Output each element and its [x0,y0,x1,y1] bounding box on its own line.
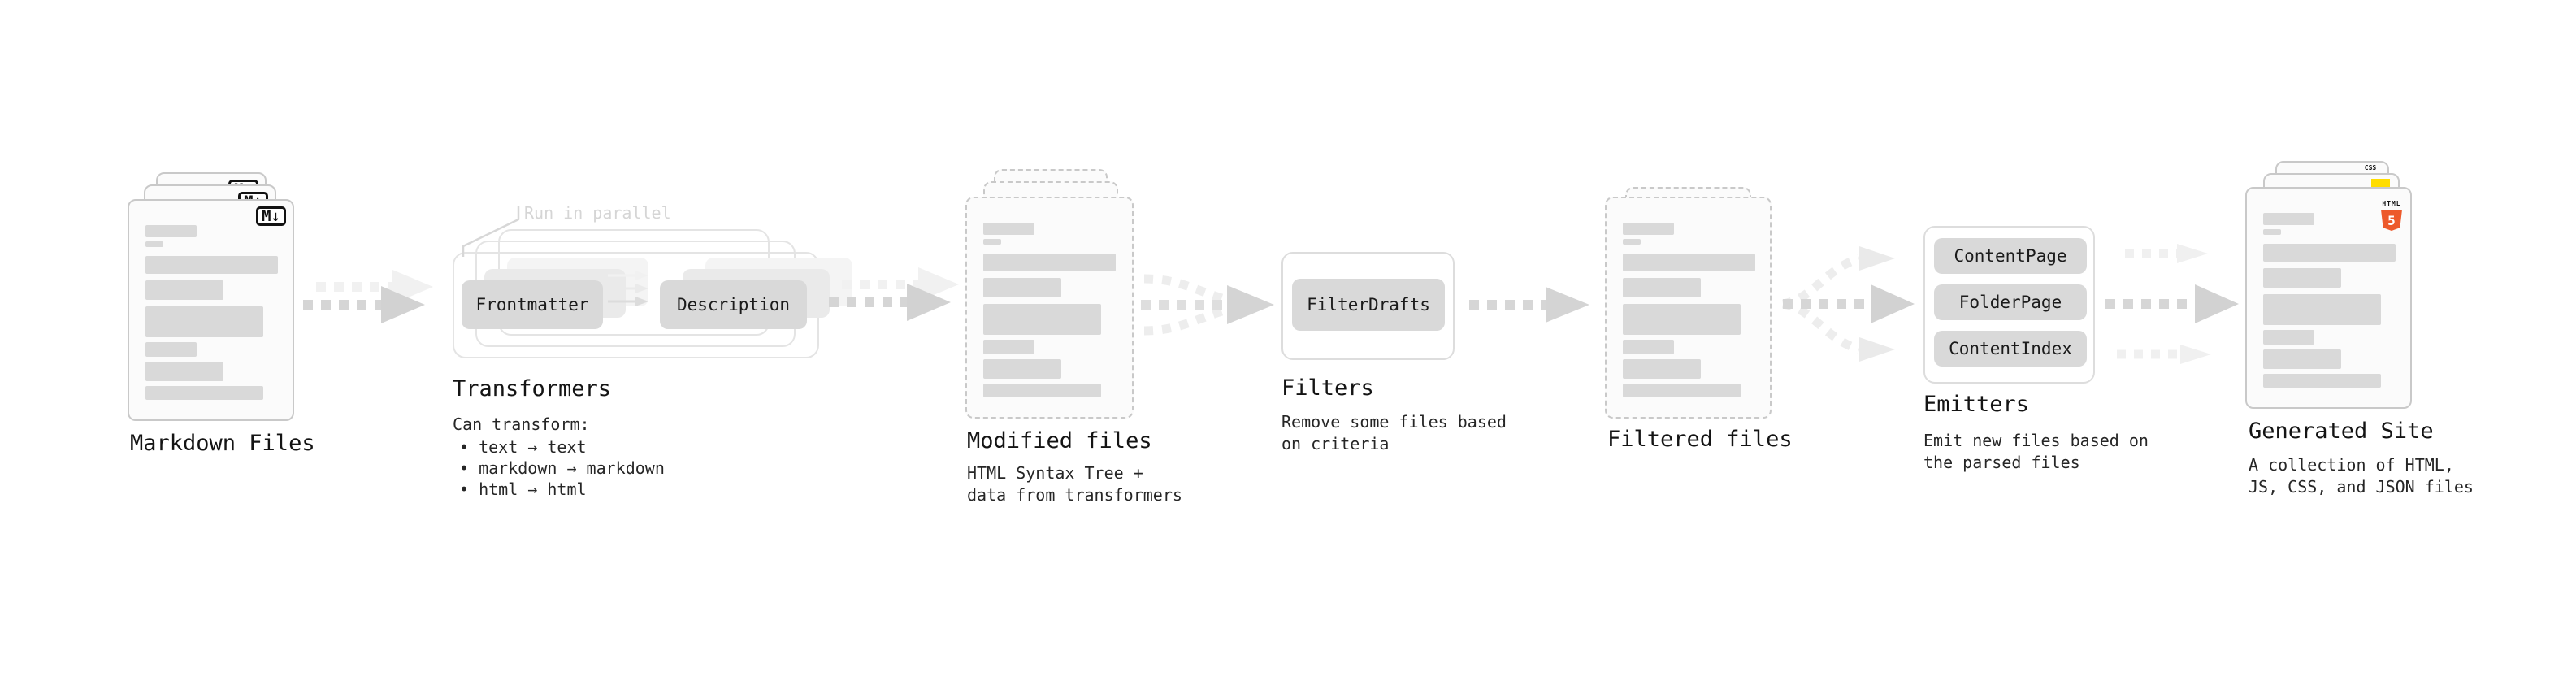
content-placeholder-line [1623,340,1674,354]
parallel-mini-arrows-icon [608,271,648,306]
arrow-filters-to-filtered [1469,287,1589,323]
content-placeholder-line [983,223,1034,235]
filter-box-filterdrafts: FilterDrafts [1292,279,1445,331]
html5-label: HTML [2382,200,2401,207]
content-placeholder-line [983,254,1116,271]
content-placeholder-line [983,340,1034,354]
markdown-document-front: M↓ [128,199,294,421]
filtered-document-front [1605,197,1772,419]
document-content-lines [2263,213,2396,388]
annotation-callout-line [462,206,520,257]
generated-document-html: HTML 5 [2245,187,2412,409]
content-placeholder-line [145,362,223,381]
content-placeholder-line [2263,294,2381,325]
content-placeholder-line [145,306,263,337]
emitters-description-line-1: Emit new files based on [1923,431,2149,450]
content-placeholder-line [2263,268,2341,288]
emitter-box-folderpage: FolderPage [1934,284,2087,320]
content-placeholder-line [145,280,223,300]
content-placeholder-line [2263,330,2314,345]
arrow-transformers-to-modified [829,267,959,321]
emitter-box-contentpage: ContentPage [1934,238,2087,274]
content-placeholder-line [983,359,1061,379]
arrow-emitters-to-generated [2105,244,2239,364]
html5-icon: HTML 5 [2380,193,2403,231]
html5-shield-icon: 5 [2381,210,2402,231]
modified-files-description-line-1: HTML Syntax Tree + [967,463,1143,483]
content-placeholder-line [1623,384,1741,397]
transformers-bullet-3: • html → html [459,479,587,499]
content-placeholder-line [983,278,1061,297]
arrow-modified-to-filters [1141,274,1274,336]
content-placeholder-line [1623,359,1701,379]
content-placeholder-line [1623,278,1701,297]
filters-description-line-2: on criteria [1281,434,1390,453]
content-placeholder-line [145,386,263,400]
transformers-bullet-1: • text → text [459,437,587,457]
content-placeholder-line [2263,374,2381,388]
filters-description-line-1: Remove some files based [1281,412,1507,432]
markdown-badge-icon: M↓ [256,206,286,226]
content-placeholder-line [1623,239,1641,245]
transformer-box-frontmatter: Frontmatter [462,280,603,329]
content-placeholder-line [983,384,1101,397]
document-content-lines [983,223,1116,397]
content-placeholder-line [1623,304,1741,335]
transformers-description-heading: Can transform: [453,414,590,434]
css-badge-icon: CSS [2360,165,2381,171]
content-placeholder-line [145,241,163,247]
content-placeholder-line [983,304,1101,335]
arrow-markdown-to-transformers [303,270,433,323]
content-placeholder-line [145,342,197,357]
transformers-bullet-2: • markdown → markdown [459,458,665,478]
content-placeholder-line [1623,254,1755,271]
emitter-box-contentindex: ContentIndex [1934,331,2087,367]
document-content-lines [145,225,278,400]
modified-files-label: Modified files [967,428,1152,453]
run-in-parallel-annotation: Run in parallel [524,203,671,223]
content-placeholder-line [2263,213,2314,225]
document-content-lines [1623,223,1755,397]
generated-site-description-line-2: JS, CSS, and JSON files [2249,477,2474,497]
modified-document-front [965,197,1134,419]
arrow-filtered-to-emitters [1781,246,1915,362]
content-placeholder-line [1623,223,1674,235]
content-placeholder-line [2263,244,2396,262]
filters-label: Filters [1281,375,1374,401]
content-placeholder-line [2263,349,2341,369]
content-placeholder-line [2263,229,2281,235]
content-placeholder-line [145,225,197,237]
css-badge-label: CSS [2364,164,2377,171]
emitters-label: Emitters [1923,392,2030,417]
transformers-label: Transformers [453,376,612,401]
js-badge-icon [2371,179,2390,187]
modified-files-description-line-2: data from transformers [967,485,1182,505]
transformer-box-description: Description [660,280,807,329]
content-placeholder-line [983,239,1001,245]
generated-site-label: Generated Site [2249,419,2434,444]
emitters-description-line-2: the parsed files [1923,453,2080,472]
content-placeholder-line [145,256,278,274]
markdown-files-label: Markdown Files [130,431,315,456]
filtered-files-label: Filtered files [1607,427,1793,452]
generated-site-description-line-1: A collection of HTML, [2249,455,2454,475]
